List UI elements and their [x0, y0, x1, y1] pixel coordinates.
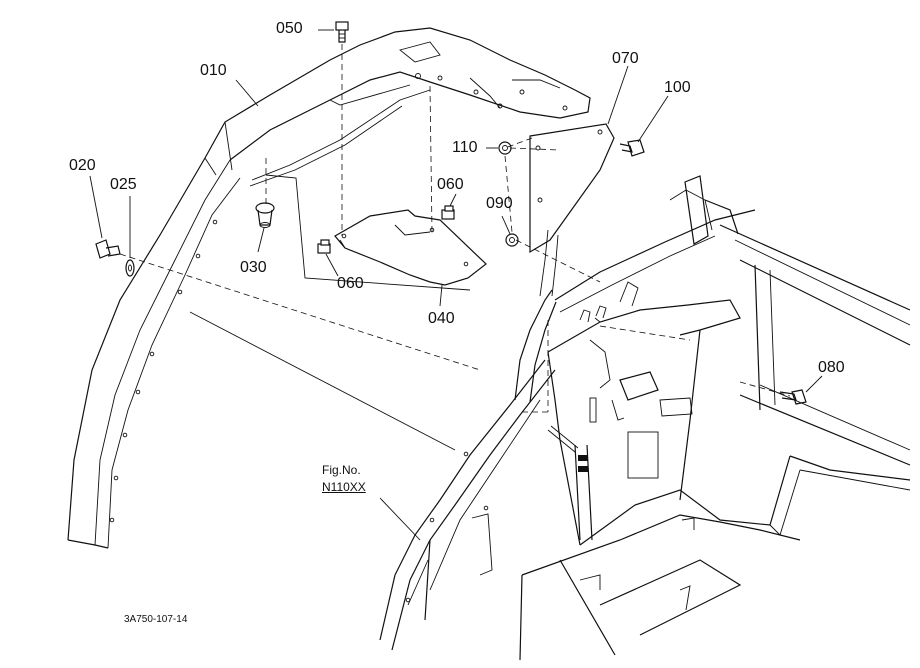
- chassis-frame: [379, 175, 911, 661]
- callout-030: 030: [240, 259, 267, 276]
- washer-025: [125, 259, 135, 277]
- bolt-100: [619, 139, 645, 157]
- callout-020: 020: [69, 157, 96, 174]
- bolt-050: [335, 21, 349, 43]
- nut-110: [498, 141, 512, 155]
- figure-reference-number: N110XX: [322, 480, 366, 494]
- callout-060-lower: 060: [337, 275, 364, 292]
- callout-100: 100: [664, 79, 691, 96]
- callout-070: 070: [612, 50, 639, 67]
- callout-080: 080: [818, 359, 845, 376]
- callout-110: 110: [452, 139, 478, 156]
- callout-040: 040: [428, 310, 455, 327]
- grommet-030: [255, 202, 275, 228]
- bolt-080: [779, 389, 807, 405]
- drawing-number: 3A750-107-14: [124, 614, 188, 625]
- callout-060-upper: 060: [437, 176, 464, 193]
- callout-025: 025: [110, 176, 137, 193]
- callout-050: 050: [276, 20, 303, 37]
- side-plate-070: [529, 123, 615, 254]
- cover-plate: [334, 209, 487, 286]
- clip-nut-lower: [317, 239, 331, 254]
- assembly-centre-lines: [119, 44, 791, 451]
- nut-090: [505, 233, 519, 247]
- leader-lines: [89, 29, 823, 541]
- callout-090: 090: [486, 195, 513, 212]
- clip-nut-upper: [441, 205, 455, 220]
- callout-010: 010: [200, 62, 227, 79]
- fender-panel: [67, 27, 591, 549]
- figure-reference-label: Fig.No.: [322, 463, 361, 477]
- bolt-020: [95, 239, 121, 259]
